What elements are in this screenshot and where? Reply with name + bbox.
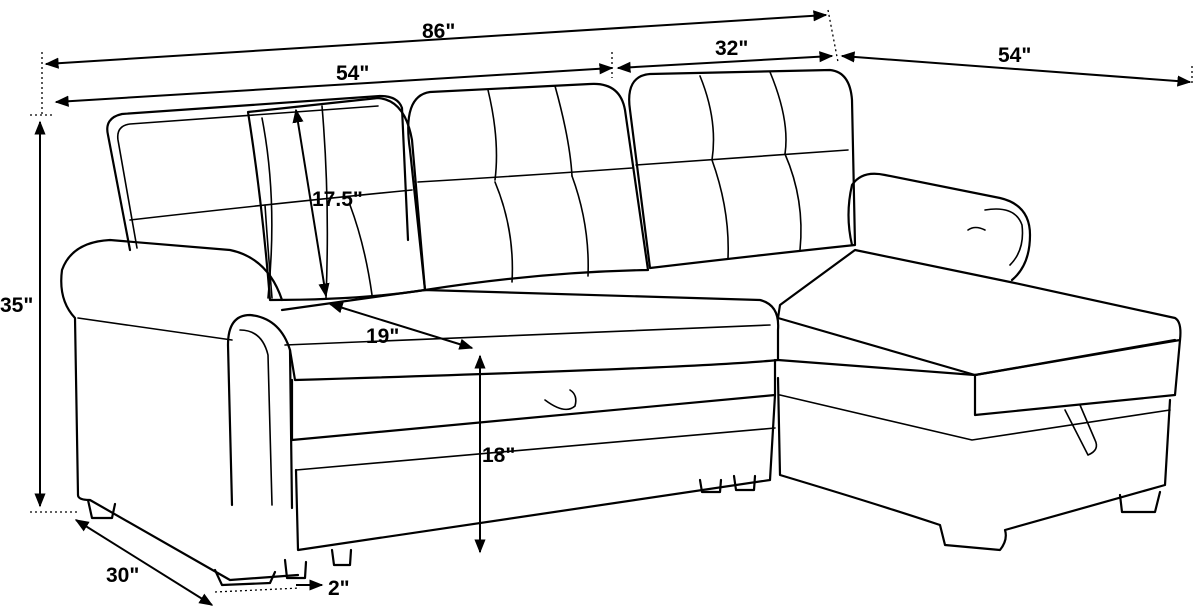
dim-line-chaise-width xyxy=(616,51,834,73)
label-seat-depth: 19" xyxy=(366,325,399,348)
chaise-foot-right xyxy=(1118,490,1162,514)
dimension-lines xyxy=(30,9,1193,606)
label-overall-height: 35" xyxy=(0,294,33,317)
back-cushion-middle xyxy=(407,82,650,292)
sofa-illustration xyxy=(60,68,1182,587)
dim-line-overall-depth xyxy=(74,519,214,606)
pullout-foot-left xyxy=(283,558,308,580)
chaise-lift-handle xyxy=(1064,404,1098,456)
label-overall-depth: 30" xyxy=(106,564,139,587)
dim-line-overall-width xyxy=(44,10,828,69)
chaise-arm xyxy=(847,172,1032,282)
label-leg-height: 2" xyxy=(328,577,350,600)
front-left-foot xyxy=(213,568,277,587)
dim-line-chaise-length xyxy=(840,51,1192,87)
left-arm-scroll xyxy=(226,313,294,510)
pullout-foot-right xyxy=(698,478,723,494)
dim-line-seat-depth xyxy=(328,302,474,350)
pull-handle xyxy=(544,389,577,411)
back-cushion-right xyxy=(628,68,857,270)
back-cushion-left xyxy=(246,96,427,302)
seat-cushion xyxy=(280,288,780,382)
label-sofa-width: 54" xyxy=(336,62,369,85)
label-back-cushion-height: 17.5" xyxy=(312,188,363,211)
label-seat-height: 18" xyxy=(482,444,515,467)
dimension-labels: 86" 54" 32" 54" 17.5" 19" 18" 35" 30" 2" xyxy=(0,20,1031,600)
dim-line-sofa-width xyxy=(54,63,614,107)
label-chaise-width: 32" xyxy=(715,37,748,60)
label-chaise-length: 54" xyxy=(998,44,1031,67)
chaise-seat xyxy=(776,248,1182,377)
chaise-base xyxy=(776,376,1172,552)
label-overall-width: 86" xyxy=(422,20,455,43)
left-arm xyxy=(60,238,284,497)
sofa-base-front xyxy=(290,358,777,442)
dim-line-back-cushion-height xyxy=(292,108,330,298)
